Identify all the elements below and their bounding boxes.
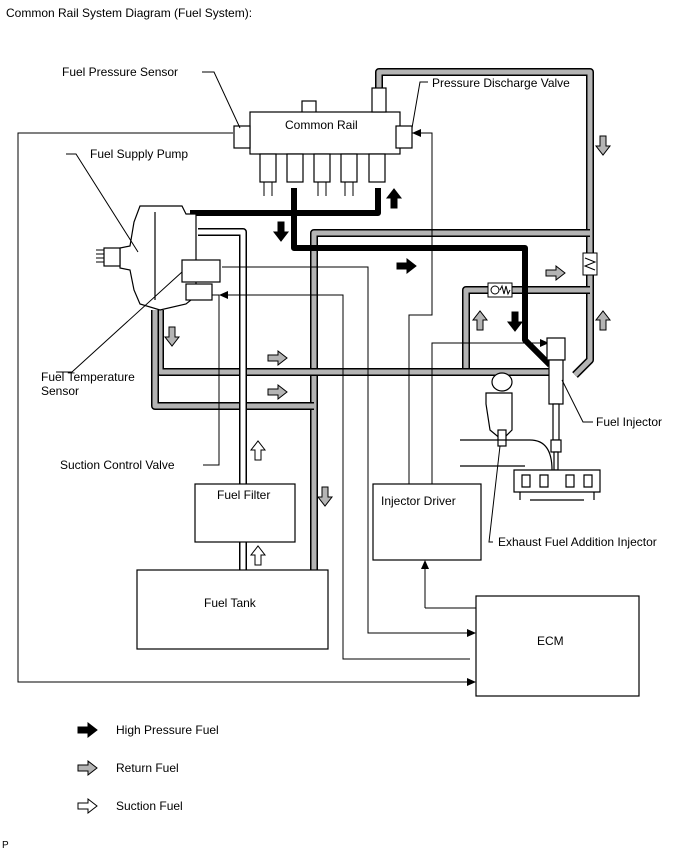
injection-line-stubs [263,182,354,196]
exhaust-fuel-addition-injector [485,372,513,447]
signal-arrowheads [219,129,549,686]
injector-driver [372,483,482,561]
flow-arrows-return [164,135,611,507]
return-arrow [267,384,288,400]
cylinder-head [460,439,601,501]
return-arrow [317,486,333,507]
fuel-supply-pump [96,205,221,311]
return-arrow [164,326,180,347]
fuel-injector-callout: Fuel Injector [596,415,662,429]
legend-return-arrow [77,760,98,776]
leader-lines [56,71,593,543]
signal-wires [17,132,545,683]
return-arrow [595,310,611,331]
return-fuel-pipes [151,68,594,574]
common-rail [233,87,413,183]
fuel-pressure-sensor-callout: Fuel Pressure Sensor [62,65,178,79]
pressure-discharge-valve-callout: Pressure Discharge Valve [432,76,570,90]
high-pressure-fuel-pipes [190,188,553,368]
high-pressure-arrow [396,258,417,274]
legend-suction-arrow [77,798,98,814]
legend-label-return: Return Fuel [116,761,179,775]
common-rail-label: Common Rail [285,118,358,132]
high-pressure-arrow [507,311,523,332]
fuel-injector [546,337,566,471]
return-arrow [545,265,566,281]
ecm-label: ECM [537,634,564,648]
ecm [475,595,640,697]
fuel-temperature-sensor-callout: Fuel Temperature [41,370,135,384]
fuel-filter [194,483,296,543]
legend-symbols [77,722,98,814]
return-arrow [267,350,288,366]
pressure-check-valve [582,252,598,276]
high-pressure-arrow [273,221,289,242]
legend-label-suction: Suction Fuel [116,799,183,813]
high-pressure-arrow [386,188,402,209]
footer-mark: P [2,840,9,851]
legend-high-pressure-arrow [77,722,98,738]
suction-arrow [250,440,266,461]
fuel-supply-pump-callout: Fuel Supply Pump [90,147,188,161]
return-arrow [472,310,488,331]
return-check-valve [487,282,513,298]
fuel-tank-label: Fuel Tank [204,596,257,610]
fuel-filter-label: Fuel Filter [217,488,270,502]
diagram-title: Common Rail System Diagram (Fuel System)… [6,6,253,20]
fuel-tank [136,569,329,650]
suction-arrow [250,545,266,566]
return-arrow [595,135,611,156]
injector-driver-label: Injector Driver [381,494,456,508]
suction-fuel-pipes [198,228,247,574]
fuel-temperature-sensor-callout-2: Sensor [41,384,79,398]
suction-control-valve-callout: Suction Control Valve [60,458,175,472]
exhaust-fuel-addition-injector-callout: Exhaust Fuel Addition Injector [498,535,657,549]
legend-label-high-pressure: High Pressure Fuel [116,723,219,737]
